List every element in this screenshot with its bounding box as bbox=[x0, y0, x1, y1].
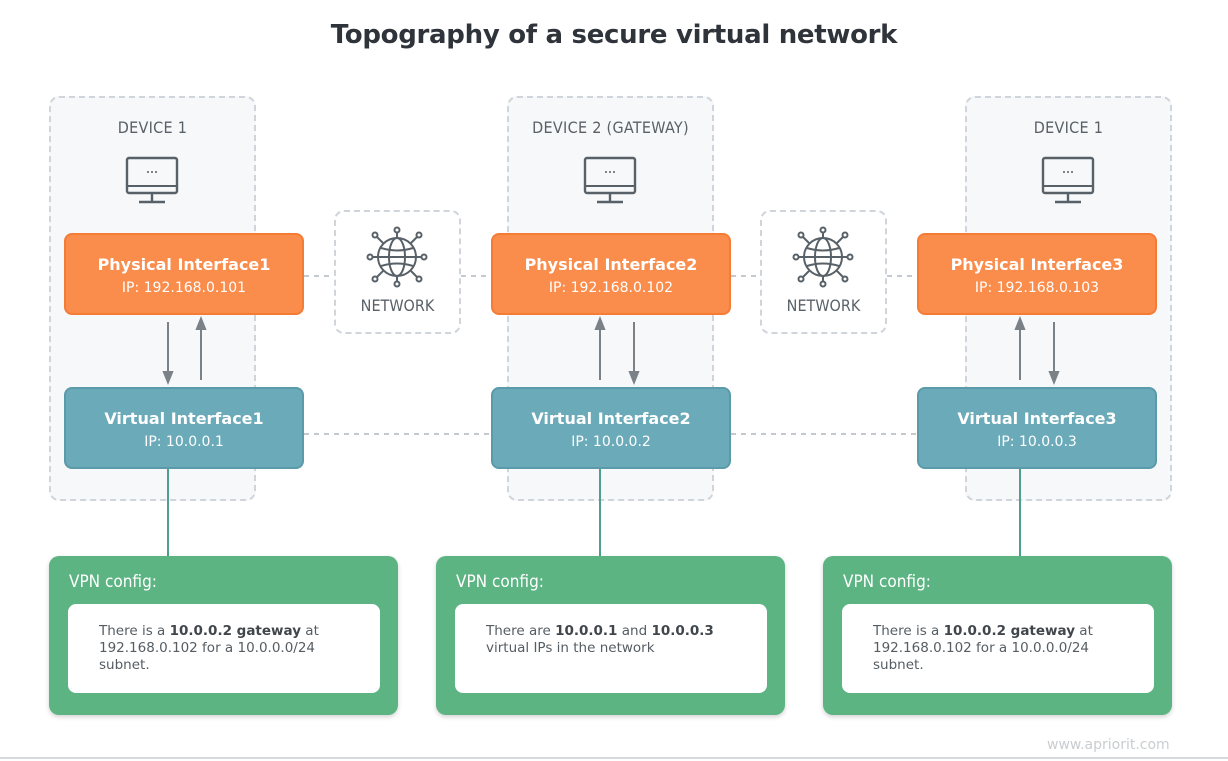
network-box-1 bbox=[334, 210, 461, 334]
device-label-3: DEVICE 1 bbox=[1033, 118, 1104, 137]
vpn-config-title: VPN config: bbox=[456, 572, 544, 592]
interface-ip: IP: 10.0.0.2 bbox=[571, 434, 651, 450]
globe-network-icon bbox=[366, 226, 428, 288]
vpn-text-part: and bbox=[617, 623, 652, 639]
interface-ip: IP: 192.168.0.101 bbox=[121, 280, 247, 296]
vpn-text-part: There are bbox=[486, 623, 556, 639]
interface-name: Physical Interface2 bbox=[524, 255, 698, 274]
vpn-text-part: 10.0.0.2 gateway bbox=[169, 623, 302, 639]
network-box-2 bbox=[760, 210, 887, 334]
physical-interface-1: Physical Interface1 IP: 192.168.0.101 bbox=[64, 233, 304, 315]
interface-name: Physical Interface1 bbox=[97, 255, 271, 274]
interface-name: Virtual Interface2 bbox=[531, 409, 691, 428]
vpn-text-part: There is a bbox=[873, 623, 944, 639]
virtual-interface-1: Virtual Interface1 IP: 10.0.0.1 bbox=[64, 387, 304, 469]
watermark: www.apriorit.com bbox=[1047, 737, 1170, 753]
interface-ip: IP: 192.168.0.102 bbox=[548, 280, 674, 296]
network-label-1: NETWORK bbox=[360, 296, 435, 315]
interface-ip: IP: 10.0.0.1 bbox=[144, 434, 224, 450]
virtual-interface-2: Virtual Interface2 IP: 10.0.0.2 bbox=[491, 387, 731, 469]
interface-name: Virtual Interface1 bbox=[104, 409, 264, 428]
vpn-text-part: 10.0.0.3 bbox=[651, 623, 714, 639]
virtual-interface-3: Virtual Interface3 IP: 10.0.0.3 bbox=[917, 387, 1157, 469]
vpn-config-title: VPN config: bbox=[69, 572, 157, 592]
vpn-text-part: 10.0.0.2 gateway bbox=[943, 623, 1076, 639]
vpn-text-part: There is a bbox=[99, 623, 170, 639]
vpn-config-text: There is a 10.0.0.2 gateway at 192.168.0… bbox=[68, 604, 380, 693]
physical-interface-2: Physical Interface2 IP: 192.168.0.102 bbox=[491, 233, 731, 315]
vpn-config-card-1: VPN config: There is a 10.0.0.2 gateway … bbox=[49, 556, 398, 715]
vpn-config-card-2: VPN config: There are 10.0.0.1 and 10.0.… bbox=[436, 556, 785, 715]
vpn-text-part: at 192.168.0.102 for a 10.0.0.0/24 subne… bbox=[99, 623, 319, 673]
vpn-text-part: 10.0.0.1 bbox=[555, 623, 618, 639]
interface-name: Physical Interface3 bbox=[950, 255, 1124, 274]
device-label-2: DEVICE 2 (GATEWAY) bbox=[532, 118, 689, 137]
vpn-config-card-3: VPN config: There is a 10.0.0.2 gateway … bbox=[823, 556, 1172, 715]
monitor-icon bbox=[583, 156, 637, 204]
interface-ip: IP: 10.0.0.3 bbox=[997, 434, 1077, 450]
monitor-icon bbox=[125, 156, 179, 204]
interface-ip: IP: 192.168.0.103 bbox=[974, 280, 1100, 296]
vpn-config-text: There is a 10.0.0.2 gateway at 192.168.0… bbox=[842, 604, 1154, 693]
network-label-2: NETWORK bbox=[786, 296, 861, 315]
monitor-icon bbox=[1041, 156, 1095, 204]
physical-interface-3: Physical Interface3 IP: 192.168.0.103 bbox=[917, 233, 1157, 315]
globe-network-icon bbox=[792, 226, 854, 288]
interface-name: Virtual Interface3 bbox=[957, 409, 1117, 428]
vpn-config-text: There are 10.0.0.1 and 10.0.0.3 virtual … bbox=[455, 604, 767, 693]
bottom-divider bbox=[0, 757, 1228, 759]
device-label-1: DEVICE 1 bbox=[117, 118, 188, 137]
vpn-text-part: at 192.168.0.102 for a 10.0.0.0/24 subne… bbox=[873, 623, 1093, 673]
vpn-config-title: VPN config: bbox=[843, 572, 931, 592]
diagram-title: Topography of a secure virtual network bbox=[330, 20, 898, 50]
vpn-text-part: virtual IPs in the network bbox=[486, 640, 655, 656]
